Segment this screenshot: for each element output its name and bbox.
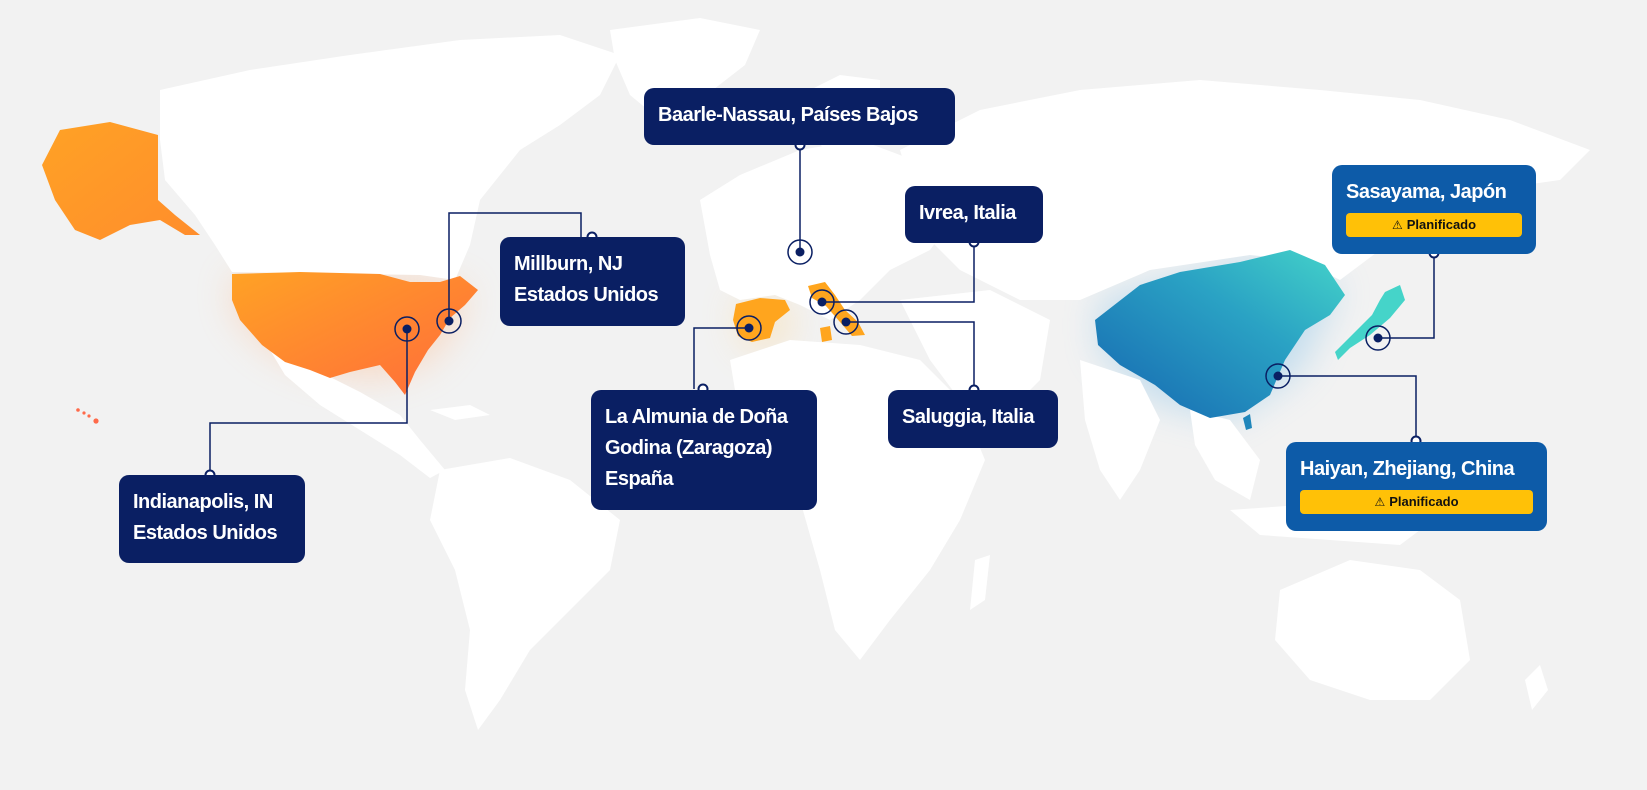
status-badge: ⚠Planificado [1300,490,1533,514]
label-indianapolis[interactable]: Indianapolis, IN Estados Unidos [119,475,305,563]
highlighted-regions [42,122,1405,430]
label-line: Baarle-Nassau, Países Bajos [658,104,919,126]
marker-ivrea-icon [809,289,835,315]
label-line: Indianapolis, IN [133,491,273,513]
status-text: Planificado [1389,494,1459,509]
marker-almunia-icon [736,315,762,341]
label-almunia[interactable]: La Almunia de Doña Godina (Zaragoza) Esp… [591,390,817,510]
hawaii-region [76,408,99,424]
label-line: Estados Unidos [514,284,659,306]
marker-sasayama-icon [1365,325,1391,351]
label-line: Saluggia, Italia [902,406,1035,428]
status-badge: ⚠Planificado [1346,213,1522,237]
label-line: España [605,468,674,490]
label-sasayama[interactable]: Sasayama, Japón ⚠Planificado [1332,165,1536,254]
label-baarle[interactable]: Baarle-Nassau, Países Bajos [644,88,955,145]
china-region [1095,250,1345,418]
usa-region [232,272,478,395]
label-line: Ivrea, Italia [919,202,1016,224]
label-ivrea[interactable]: Ivrea, Italia [905,186,1043,243]
status-text: Planificado [1406,217,1477,232]
label-line: Millburn, NJ [514,253,623,275]
connector-lines [209,145,1435,475]
label-line: Estados Unidos [133,522,278,544]
marker-indianapolis-icon [394,316,420,342]
label-haiyan[interactable]: Haiyan, Zhejiang, China ⚠Planificado [1286,442,1547,531]
marker-haiyan-icon [1265,363,1291,389]
label-millburn[interactable]: Millburn, NJ Estados Unidos [500,237,685,326]
traffic-cone-icon: ⚠ [1391,218,1403,232]
label-saluggia[interactable]: Saluggia, Italia [888,390,1058,448]
marker-saluggia-icon [833,309,859,335]
japan-region [1335,285,1405,360]
label-line: Sasayama, Japón [1346,181,1507,203]
marker-baarle-icon [787,239,813,265]
label-line: Godina (Zaragoza) [605,437,773,459]
location-markers [394,239,1391,389]
traffic-cone-icon: ⚠ [1374,495,1386,509]
alaska-region [42,122,200,240]
marker-millburn-icon [436,308,462,334]
label-line: La Almunia de Doña [605,406,788,428]
label-line: Haiyan, Zhejiang, China [1300,458,1515,480]
